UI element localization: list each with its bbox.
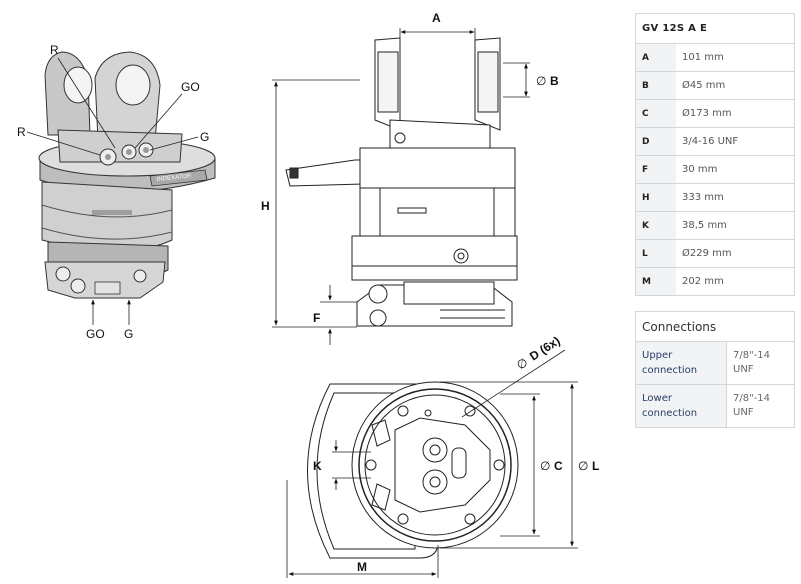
- label-g-bottom: G: [124, 327, 133, 341]
- label-go-bottom: GO: [86, 327, 105, 341]
- dim-b-diameter: ∅: [536, 74, 546, 88]
- dim-f-label: F: [313, 311, 320, 325]
- connections-title-row: Connections: [636, 312, 795, 342]
- bolt-holes: [365, 405, 505, 525]
- dim-k-label: K: [313, 459, 322, 473]
- plan-dimensions: [286, 349, 578, 578]
- label-r-top: R: [50, 43, 59, 57]
- spec-key: B: [635, 71, 676, 100]
- connection-key: Upper connection: [635, 341, 727, 385]
- spec-value: Ø229 mm: [676, 239, 795, 268]
- technical-drawing: INDEXATOR R R GO G GO G: [17, 11, 599, 578]
- spec-value: Ø173 mm: [676, 99, 795, 128]
- spec-key: K: [635, 211, 676, 240]
- dim-l-diameter: ∅: [578, 459, 588, 473]
- label-go-top: GO: [181, 80, 200, 94]
- plan-view: [307, 381, 519, 559]
- connections-title: Connections: [642, 319, 717, 334]
- dim-d-label: D (6x): [527, 334, 563, 364]
- spec-value: 101 mm: [676, 43, 795, 72]
- spec-key: D: [635, 127, 676, 156]
- dim-c-diameter: ∅: [540, 459, 550, 473]
- side-elevation-view: [285, 37, 518, 327]
- connection-key: Lower connection: [635, 384, 727, 428]
- label-r-left: R: [17, 125, 26, 139]
- spec-title: GV 12S A E: [642, 23, 708, 34]
- spec-value: 30 mm: [676, 155, 795, 184]
- spec-value: 3/4-16 UNF: [676, 127, 795, 156]
- spec-key: A: [635, 43, 676, 72]
- spec-key: H: [635, 183, 676, 212]
- dim-l-label: L: [592, 459, 599, 473]
- port-labels-3d: R R GO G GO G: [17, 43, 209, 341]
- side-dimension-labels: A ∅ B H F: [261, 11, 559, 325]
- rotator-3d-view: INDEXATOR: [38, 51, 216, 299]
- spec-key: F: [635, 155, 676, 184]
- spec-value: 38,5 mm: [676, 211, 795, 240]
- connection-row: Lower connection 7/8"-14 UNF: [635, 384, 795, 428]
- label-g-right: G: [200, 130, 209, 144]
- spec-key: L: [635, 239, 676, 268]
- side-dimensions: [272, 28, 530, 345]
- connection-value: 7/8"-14 UNF: [726, 384, 795, 428]
- dim-m-label: M: [357, 560, 367, 574]
- brand-label: INDEXATOR: [157, 173, 193, 183]
- spec-value: Ø45 mm: [676, 71, 795, 100]
- connection-row: Upper connection 7/8"-14 UNF: [635, 341, 795, 385]
- connection-value: 7/8"-14 UNF: [726, 341, 795, 385]
- dim-a-label: A: [432, 11, 441, 25]
- connections-table: Connections Upper connection 7/8"-14 UNF…: [635, 311, 795, 428]
- spec-value: 202 mm: [676, 267, 795, 296]
- dim-h-label: H: [261, 199, 270, 213]
- spec-title-row: GV 12S A E: [636, 14, 795, 44]
- spec-value: 333 mm: [676, 183, 795, 212]
- dim-b-label: B: [550, 74, 559, 88]
- spec-key: C: [635, 99, 676, 128]
- dim-c-label: C: [554, 459, 563, 473]
- spec-key: M: [635, 267, 676, 296]
- dim-d-diameter: ∅: [514, 355, 530, 372]
